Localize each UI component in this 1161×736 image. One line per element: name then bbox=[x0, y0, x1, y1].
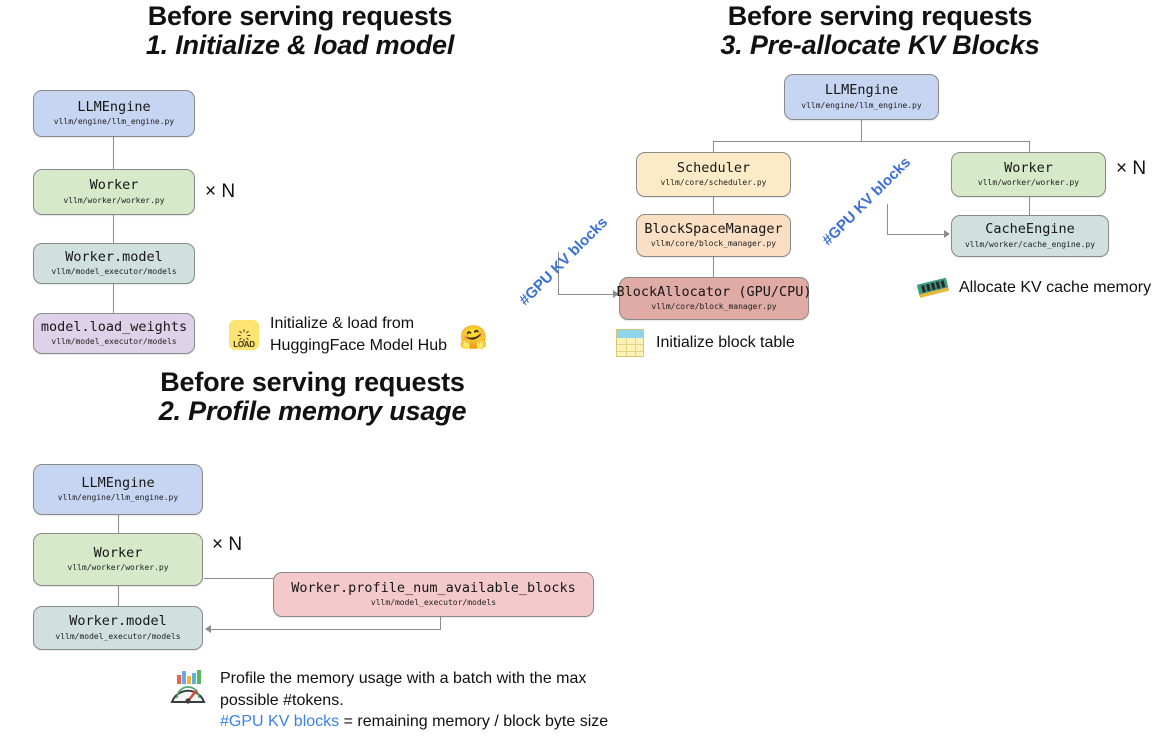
panel2-title: Before serving requests 2. Profile memor… bbox=[45, 368, 580, 427]
node-worker[interactable]: Worker vllm/worker/worker.py bbox=[33, 169, 195, 215]
node-worker-model[interactable]: Worker.model vllm/model_executor/models bbox=[33, 243, 195, 284]
panel2-title-line1: Before serving requests bbox=[160, 367, 465, 397]
connector3-bsm-allocator bbox=[713, 256, 714, 278]
node-worker-model-path: vllm/model_executor/models bbox=[51, 267, 177, 277]
connector-model-loadweights bbox=[113, 284, 114, 313]
panel3-title: Before serving requests 3. Pre-allocate … bbox=[600, 2, 1160, 61]
node-model-load-weights[interactable]: model.load_weights vllm/model_executor/m… bbox=[33, 313, 195, 354]
connector-engine-worker bbox=[113, 136, 114, 169]
panel1-title-line1: Before serving requests bbox=[147, 1, 453, 31]
panel2-title-line2: 2. Profile memory usage bbox=[158, 396, 467, 427]
node-worker-path: vllm/worker/worker.py bbox=[63, 195, 165, 205]
panel3-title-line1: Before serving requests bbox=[727, 1, 1033, 31]
node3-blockallocator[interactable]: BlockAllocator (GPU/CPU) vllm/core/block… bbox=[616, 277, 812, 320]
node-llmengine-path: vllm/engine/llm_engine.py bbox=[53, 117, 175, 127]
connector-worker-model bbox=[113, 215, 114, 243]
node-model-load-weights-path: vllm/model_executor/models bbox=[51, 337, 177, 347]
arrowhead-to-worker-model bbox=[205, 625, 211, 633]
node3-worker-name: Worker bbox=[1004, 159, 1053, 176]
panel3-legend-block-table: Initialize block table bbox=[616, 329, 795, 357]
panel1-legend-line2: HuggingFace Model Hub bbox=[270, 336, 447, 354]
node2-worker[interactable]: Worker vllm/worker/worker.py bbox=[33, 533, 203, 586]
node2-worker-name: Worker bbox=[93, 544, 143, 561]
panel1-legend-line1: Initialize & load from bbox=[270, 315, 415, 332]
node3-blockspacemanager-path: vllm/core/block_manager.py bbox=[650, 239, 777, 249]
panel2-legend-line3: #GPU KV blocks = remaining memory / bloc… bbox=[220, 711, 608, 733]
connector3-kv-left-v bbox=[558, 252, 559, 294]
node3-cacheengine-name: CacheEngine bbox=[985, 221, 1075, 238]
panel3-legend-kv-cache-text: Allocate KV cache memory bbox=[959, 279, 1152, 297]
panel2-legend: Profile the memory usage with a batch wi… bbox=[168, 668, 608, 733]
node3-scheduler-path: vllm/core/scheduler.py bbox=[660, 178, 767, 188]
node3-llmengine[interactable]: LLMEngine vllm/engine/llm_engine.py bbox=[784, 74, 939, 120]
panel3-legend-kv-cache: Allocate KV cache memory bbox=[916, 276, 1152, 300]
node-worker-model-name: Worker.model bbox=[65, 248, 163, 265]
load-icon: LOAD bbox=[229, 319, 259, 350]
memory-stick-icon bbox=[916, 276, 950, 300]
node3-worker-path: vllm/worker/worker.py bbox=[977, 178, 1080, 188]
chart-gauge-icon bbox=[168, 668, 208, 708]
node3-scheduler[interactable]: Scheduler vllm/core/scheduler.py bbox=[636, 152, 791, 197]
panel2-legend-formula: = remaining memory / block byte size bbox=[339, 713, 609, 731]
connector3-bus bbox=[713, 141, 1030, 142]
arrowhead-kv-to-blockallocator bbox=[613, 290, 619, 298]
node-llmengine[interactable]: LLMEngine vllm/engine/llm_engine.py bbox=[33, 90, 195, 137]
node2-worker-path: vllm/worker/worker.py bbox=[67, 563, 169, 573]
node3-blockallocator-name: BlockAllocator (GPU/CPU) bbox=[616, 283, 812, 300]
connector3-kv-left-h bbox=[558, 294, 614, 295]
node2-llmengine-name: LLMEngine bbox=[81, 474, 155, 491]
panel3-multiplier: × N bbox=[1116, 158, 1147, 179]
node3-cacheengine[interactable]: CacheEngine vllm/worker/cache_engine.py bbox=[951, 215, 1109, 257]
load-icon-label: LOAD bbox=[233, 339, 255, 349]
node2-profile-path: vllm/model_executor/models bbox=[370, 598, 497, 608]
panel1-multiplier: × N bbox=[205, 181, 236, 202]
connector3-kv-right-h bbox=[887, 234, 945, 235]
block-table-icon bbox=[616, 329, 644, 357]
panel3-legend-block-table-text: Initialize block table bbox=[656, 334, 795, 352]
connector3-worker-cacheengine bbox=[1029, 192, 1030, 215]
connector2-worker-model bbox=[118, 586, 119, 606]
connector2-profile-to-model-v bbox=[440, 607, 441, 629]
connector3-scheduler-bsm bbox=[713, 192, 714, 214]
connector2-engine-worker bbox=[118, 515, 119, 533]
panel1-legend: LOAD Initialize & load from HuggingFace … bbox=[229, 313, 488, 356]
connector2-profile-to-model-h bbox=[211, 629, 441, 630]
panel2-multiplier: × N bbox=[212, 534, 243, 555]
arrowhead-kv-to-cacheengine bbox=[944, 230, 950, 238]
node2-profile-num-available-blocks[interactable]: Worker.profile_num_available_blocks vllm… bbox=[273, 572, 594, 617]
node3-blockallocator-path: vllm/core/block_manager.py bbox=[651, 302, 777, 312]
node-model-load-weights-name: model.load_weights bbox=[40, 318, 188, 335]
node2-profile-name: Worker.profile_num_available_blocks bbox=[291, 579, 576, 596]
panel2-legend-line2: possible #tokens. bbox=[220, 691, 344, 709]
node3-llmengine-name: LLMEngine bbox=[824, 82, 899, 99]
node-llmengine-name: LLMEngine bbox=[77, 98, 151, 115]
node3-blockspacemanager[interactable]: BlockSpaceManager vllm/core/block_manage… bbox=[636, 214, 791, 257]
node3-blockspacemanager-name: BlockSpaceManager bbox=[644, 220, 783, 237]
node2-worker-model[interactable]: Worker.model vllm/model_executor/models bbox=[33, 606, 203, 650]
node3-cacheengine-path: vllm/worker/cache_engine.py bbox=[964, 239, 1096, 249]
connector3-engine-down bbox=[861, 120, 862, 141]
node3-scheduler-name: Scheduler bbox=[676, 159, 751, 176]
node3-llmengine-path: vllm/engine/llm_engine.py bbox=[801, 100, 922, 110]
node2-llmengine[interactable]: LLMEngine vllm/engine/llm_engine.py bbox=[33, 464, 203, 515]
panel1-title: Before serving requests 1. Initialize & … bbox=[40, 2, 560, 61]
panel2-legend-line1: Profile the memory usage with a batch wi… bbox=[220, 670, 587, 687]
node2-worker-model-name: Worker.model bbox=[69, 613, 167, 630]
panel3-title-line2: 3. Pre-allocate KV Blocks bbox=[720, 30, 1040, 61]
node2-llmengine-path: vllm/engine/llm_engine.py bbox=[57, 493, 179, 503]
connector3-to-scheduler bbox=[713, 141, 714, 162]
panel1-title-line2: 1. Initialize & load model bbox=[145, 30, 455, 61]
node2-worker-model-path: vllm/model_executor/models bbox=[55, 631, 181, 641]
panel2-legend-kv-term: #GPU KV blocks bbox=[220, 713, 340, 731]
connector3-kv-right-v bbox=[887, 204, 888, 234]
hugging-face-icon: 🤗 bbox=[459, 324, 488, 351]
connector3-to-worker bbox=[1029, 141, 1030, 162]
node3-worker[interactable]: Worker vllm/worker/worker.py bbox=[951, 152, 1106, 197]
node-worker-name: Worker bbox=[89, 177, 139, 194]
